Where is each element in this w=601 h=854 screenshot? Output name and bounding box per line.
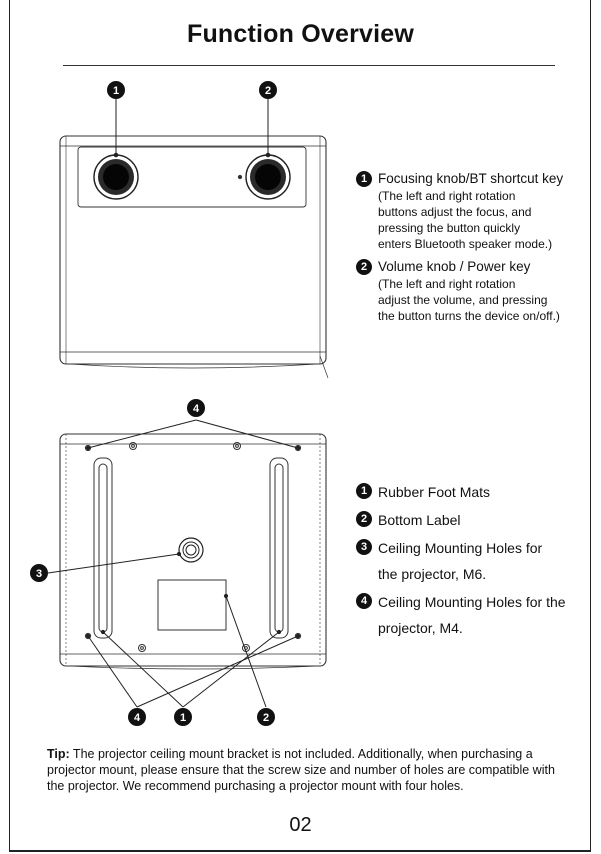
legend-label: Focusing knob/BT shortcut key	[378, 171, 564, 186]
tip-note: Tip: The projector ceiling mount bracket…	[47, 746, 567, 794]
legend-label: Ceiling Mounting Holes for the projector…	[378, 592, 566, 638]
legend-number: 4	[356, 593, 372, 609]
top-legend: 1 Focusing knob/BT shortcut key (The lef…	[356, 170, 596, 324]
marker-1-bottom: 1	[174, 708, 192, 726]
label-line: projector, M4.	[378, 620, 463, 636]
svg-text:1: 1	[113, 85, 119, 97]
svg-text:4: 4	[193, 403, 200, 415]
top-callout-lines	[113, 98, 271, 158]
bottom-callout-lines	[47, 419, 301, 708]
page-frame	[9, 0, 591, 852]
bottom-legend: 1 Rubber Foot Mats 2 Bottom Label 3 Ceil…	[356, 482, 591, 646]
detail-line: pressing the button quickly	[378, 221, 521, 235]
marker-4-bottom: 4	[128, 708, 146, 726]
legend-item-rubber-foot: 1 Rubber Foot Mats	[356, 482, 591, 502]
marker-2-bottom: 2	[257, 708, 275, 726]
rubber-foot-mat-left	[93, 457, 113, 639]
rubber-foot-mat-right	[269, 457, 289, 639]
svg-text:3: 3	[36, 568, 42, 580]
legend-number: 2	[356, 511, 372, 527]
small-screw-icons	[129, 442, 250, 652]
m4-mount-hole-icons	[84, 444, 302, 640]
legend-detail: (The left and right rotation adjust the …	[378, 276, 596, 324]
label-line: Ceiling Mounting Holes for the	[378, 594, 566, 610]
legend-item-focusing-knob: 1 Focusing knob/BT shortcut key	[356, 170, 596, 188]
legend-item-m4-holes: 4 Ceiling Mounting Holes for the project…	[356, 592, 591, 638]
detail-line: adjust the volume, and pressing	[378, 293, 548, 307]
page-title: Function Overview	[186, 20, 415, 48]
bottom-label-area	[157, 579, 227, 631]
svg-text:2: 2	[263, 712, 269, 724]
legend-item-bottom-label: 2 Bottom Label	[356, 510, 591, 530]
legend-item-volume-knob: 2 Volume knob / Power key	[356, 258, 596, 276]
legend-detail: (The left and right rotation buttons adj…	[378, 188, 596, 252]
projector-top-view	[59, 135, 329, 379]
marker-3: 3	[30, 564, 48, 582]
focusing-knob-icon	[93, 154, 139, 200]
label-line: Ceiling Mounting Holes for	[378, 540, 543, 556]
legend-number: 3	[356, 539, 372, 555]
marker-2-top: 2	[259, 81, 277, 99]
svg-text:2: 2	[265, 85, 271, 97]
marker-1-top: 1	[107, 81, 125, 99]
legend-number: 1	[356, 171, 372, 187]
legend-label: Ceiling Mounting Holes for the projector…	[378, 538, 542, 584]
title-divider	[63, 65, 555, 66]
legend-label: Rubber Foot Mats	[378, 484, 491, 500]
legend-number: 1	[356, 483, 372, 499]
svg-text:4: 4	[134, 712, 141, 724]
label-line: the projector, M6.	[378, 566, 487, 582]
legend-label: Volume knob / Power key	[378, 259, 531, 274]
projector-bottom-view	[59, 433, 327, 670]
detail-line: the button turns the device on/off.)	[378, 309, 560, 323]
svg-text:1: 1	[180, 712, 186, 724]
projector-illustrations: 1 2	[30, 81, 329, 726]
legend-number: 2	[356, 259, 372, 275]
marker-4-top: 4	[187, 399, 205, 417]
page-number: 02	[289, 814, 312, 836]
detail-line: enters Bluetooth speaker mode.)	[378, 237, 553, 251]
legend-label: Bottom Label	[378, 512, 461, 528]
legend-item-m6-holes: 3 Ceiling Mounting Holes for the project…	[356, 538, 591, 584]
volume-knob-icon	[245, 154, 291, 200]
detail-line: (The left and right rotation	[378, 277, 516, 291]
detail-line: buttons adjust the focus, and	[378, 205, 532, 219]
m6-mount-hole-icon	[178, 537, 204, 563]
tip-text: The projector ceiling mount bracket is n…	[47, 747, 555, 793]
detail-line: (The left and right rotation	[378, 189, 516, 203]
tip-label: Tip:	[47, 747, 70, 761]
